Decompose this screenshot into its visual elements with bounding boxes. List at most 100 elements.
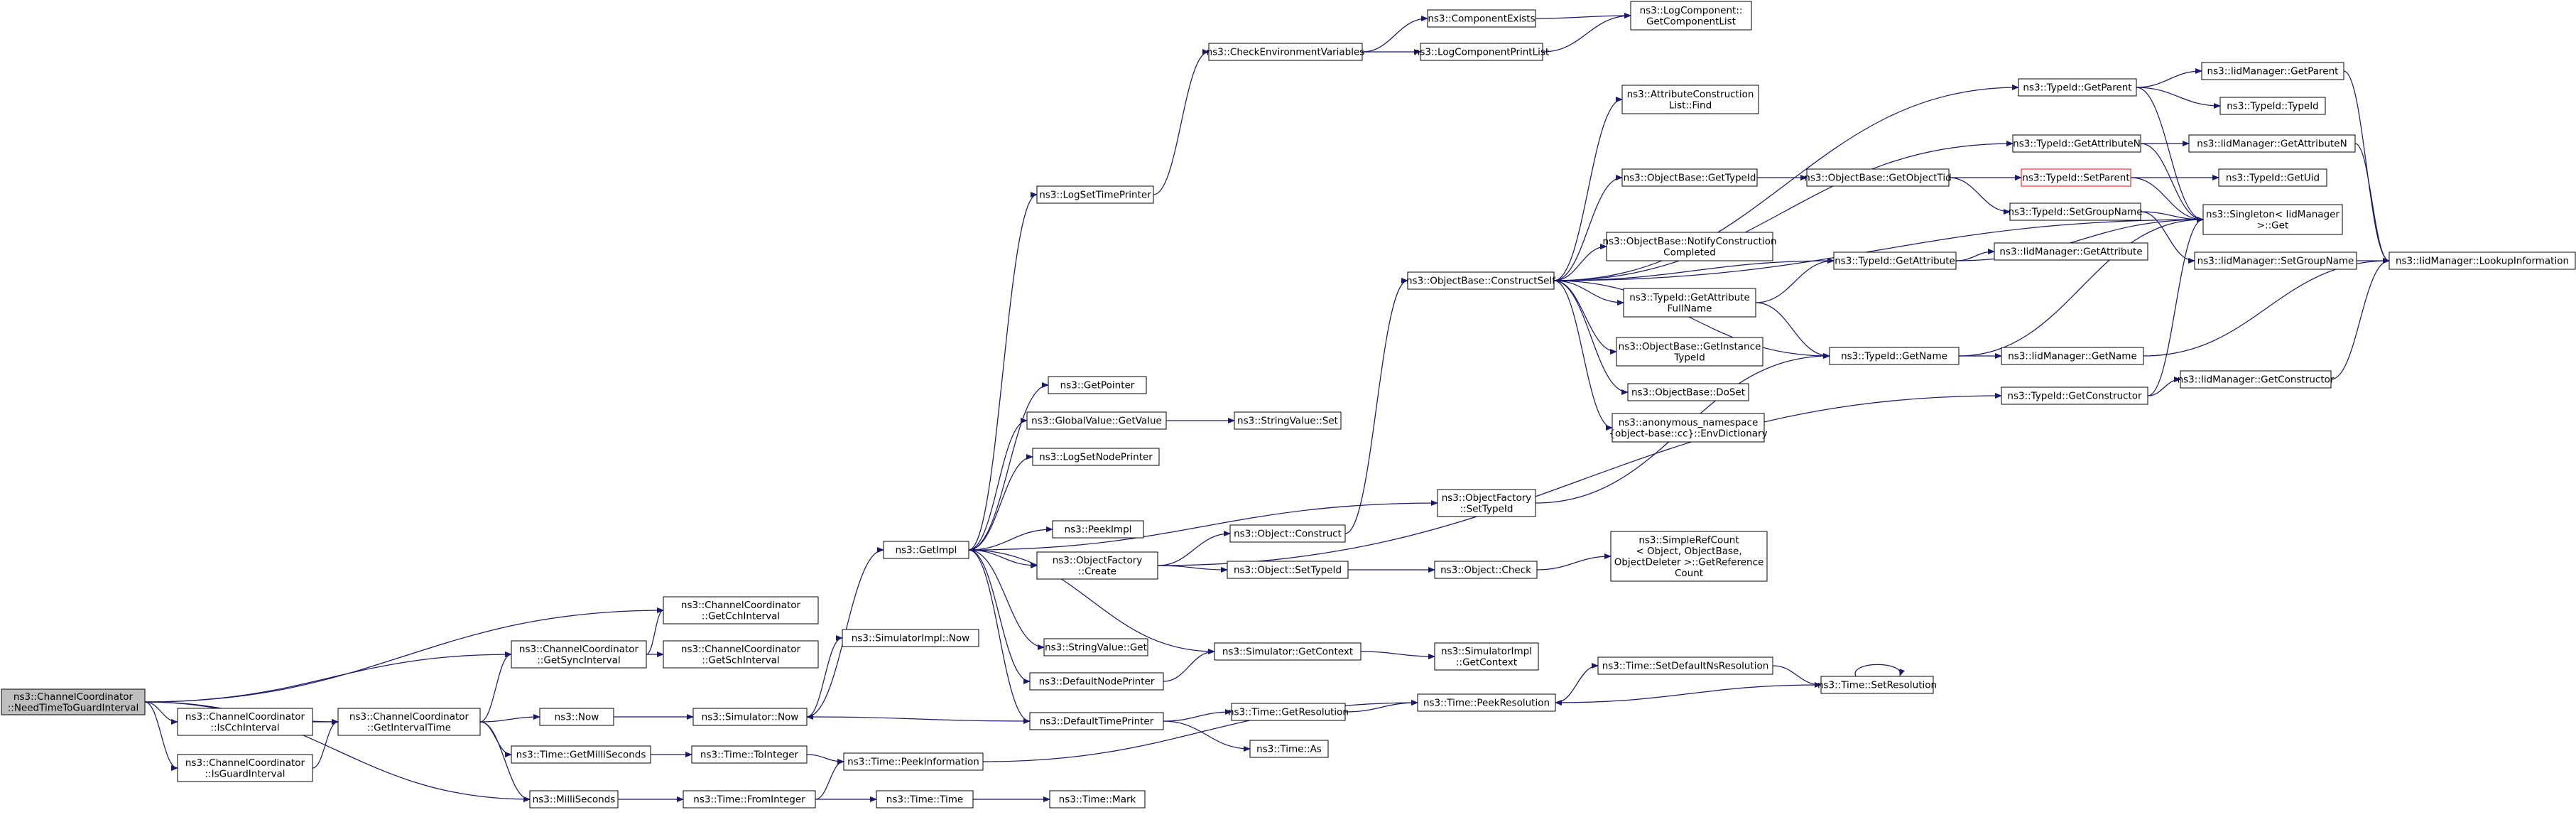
node-getIntervalTime[interactable]: ns3::ChannelCoordinator::GetIntervalTime — [337, 708, 481, 736]
node-tidGetName[interactable]: ns3::TypeId::GetName — [1829, 347, 1960, 365]
node-obDoSet[interactable]: ns3::ObjectBase::DoSet — [1627, 383, 1749, 401]
node-envDict[interactable]: ns3::anonymous_namespace{object-base::cc… — [1609, 413, 1768, 443]
node-compExists[interactable]: ns3::ComponentExists — [1427, 9, 1536, 28]
node-checkEnv[interactable]: ns3::CheckEnvironmentVariables — [1207, 43, 1365, 61]
node-tidGetCtor[interactable]: ns3::TypeId::GetConstructor — [2001, 387, 2148, 405]
node-tidGetParent[interactable]: ns3::TypeId::GetParent — [2018, 78, 2137, 97]
node-tidTypeId[interactable]: ns3::TypeId::TypeId — [2219, 97, 2326, 115]
node-ofCreate[interactable]: ns3::ObjectFactory::Create — [1036, 551, 1158, 580]
node-simImplGetContext[interactable]: ns3::SimulatorImpl::GetContext — [1434, 642, 1539, 671]
edge-obConstructSelf-to-obDoSet — [1553, 280, 1629, 395]
node-iidGetAttrN[interactable]: ns3::IidManager::GetAttributeN — [2188, 134, 2356, 153]
node-timeTime[interactable]: ns3::Time::Time — [876, 790, 974, 809]
node-label: ns3::DefaultTimePrinter — [1040, 716, 1154, 728]
node-box — [1612, 413, 1765, 443]
node-box — [1227, 561, 1349, 579]
node-box — [1043, 638, 1148, 656]
edge-tidGetAttrN-to-singleton — [2140, 143, 2204, 222]
node-iidGetAttr[interactable]: ns3::IidManager::GetAttribute — [1994, 242, 2148, 261]
node-simImplNow[interactable]: ns3::SimulatorImpl::Now — [842, 629, 979, 647]
node-peekRes[interactable]: ns3::Time::PeekResolution — [1417, 693, 1556, 712]
node-obGetTypeId[interactable]: ns3::ObjectBase::GetTypeId — [1621, 168, 1758, 187]
node-iidGetCtor[interactable]: ns3::IidManager::GetConstructor — [2178, 370, 2335, 389]
node-fromInteger[interactable]: ns3::Time::FromInteger — [683, 790, 816, 809]
node-label: ns3::SimulatorImpl::Now — [852, 633, 969, 644]
node-timeGetRes[interactable]: ns3::Time::GetResolution — [1228, 703, 1349, 721]
node-logSetNode[interactable]: ns3::LogSetNodePrinter — [1032, 448, 1160, 466]
node-label: ::GetCchInterval — [702, 610, 780, 622]
node-logCompGetList[interactable]: ns3::LogComponent::GetComponentList — [1630, 1, 1752, 31]
node-obNotify[interactable]: ns3::ObjectBase::NotifyConstructionCompl… — [1602, 232, 1777, 261]
node-label: ns3::ObjectBase::DoSet — [1631, 387, 1745, 399]
node-getCch[interactable]: ns3::ChannelCoordinator::GetCchInterval — [663, 596, 819, 625]
node-toInteger[interactable]: ns3::Time::ToInteger — [691, 745, 808, 764]
node-singleton[interactable]: ns3::Singleton< IidManager>::Get — [2202, 204, 2343, 235]
node-box — [1026, 411, 1167, 430]
nodes-layer: ns3::ChannelCoordinator::NeedTimeToGuard… — [1, 1, 2576, 809]
node-tidGetAttrN[interactable]: ns3::TypeId::GetAttributeN — [2012, 134, 2141, 153]
node-defTimePrinter[interactable]: ns3::DefaultTimePrinter — [1029, 712, 1164, 730]
node-ofSetTypeId[interactable]: ns3::ObjectFactory::SetTypeId — [1437, 489, 1536, 517]
node-svGet[interactable]: ns3::StringValue::Get — [1043, 638, 1148, 656]
node-objCheck[interactable]: ns3::Object::Check — [1434, 561, 1538, 579]
node-logSetTime[interactable]: ns3::LogSetTimePrinter — [1036, 185, 1154, 204]
node-root[interactable]: ns3::ChannelCoordinator::NeedTimeToGuard… — [1, 688, 146, 715]
node-svSet[interactable]: ns3::StringValue::Set — [1234, 411, 1342, 430]
node-objSetTypeId[interactable]: ns3::Object::SetTypeId — [1227, 561, 1349, 579]
node-timeSetRes[interactable]: ns3::Time::SetResolution — [1817, 676, 1937, 694]
node-getMilli[interactable]: ns3::Time::GetMilliSeconds — [511, 745, 651, 764]
node-isCch[interactable]: ns3::ChannelCoordinator::IsCchInterval — [177, 708, 313, 736]
node-tidSetGroup[interactable]: ns3::TypeId::SetGroupName — [2008, 202, 2143, 221]
node-logCompPrint[interactable]: ns3::LogComponentPrintList — [1414, 43, 1549, 61]
node-iidLookup[interactable]: ns3::IidManager::LookupInformation — [2388, 252, 2576, 270]
node-tidGetAttr[interactable]: ns3::TypeId::GetAttribute — [1833, 252, 1957, 270]
node-obConstructSelf[interactable]: ns3::ObjectBase::ConstructSelf — [1406, 271, 1556, 290]
node-now[interactable]: ns3::Now — [539, 708, 614, 726]
node-defNodePrinter[interactable]: ns3::DefaultNodePrinter — [1029, 672, 1164, 691]
node-timeMark[interactable]: ns3::Time::Mark — [1049, 790, 1146, 809]
node-milliSeconds[interactable]: ns3::MilliSeconds — [529, 790, 619, 809]
node-box — [177, 754, 313, 782]
node-isGuard[interactable]: ns3::ChannelCoordinator::IsGuardInterval — [177, 754, 313, 782]
edge-getSync-to-getCch — [646, 607, 664, 655]
node-label: ::GetContext — [1456, 656, 1517, 668]
node-simNow[interactable]: ns3::Simulator::Now — [692, 708, 808, 726]
edge-root-to-isCch — [144, 701, 178, 725]
node-box — [2202, 204, 2343, 235]
node-getImpl[interactable]: ns3::GetImpl — [883, 541, 969, 559]
node-tidSetParent[interactable]: ns3::TypeId::SetParent — [2021, 168, 2131, 187]
node-box — [1208, 43, 1363, 61]
node-peekImpl[interactable]: ns3::PeekImpl — [1052, 520, 1144, 539]
node-peekInfo[interactable]: ns3::Time::PeekInformation — [843, 752, 984, 771]
node-getPointer[interactable]: ns3::GetPointer — [1048, 376, 1147, 394]
node-label: {object-base::cc}::EnvDictionary — [1609, 428, 1767, 439]
node-obGetObjectTid[interactable]: ns3::ObjectBase::GetObjectTid — [1804, 168, 1952, 187]
node-gvGetValue[interactable]: ns3::GlobalValue::GetValue — [1026, 411, 1167, 430]
node-label: ns3::SimulatorImpl — [1441, 646, 1532, 657]
edge-ofCreate-to-objSetTypeId — [1157, 565, 1228, 573]
node-setDefNs[interactable]: ns3::Time::SetDefaultNsResolution — [1597, 656, 1773, 675]
node-getSch[interactable]: ns3::ChannelCoordinator::GetSchInterval — [663, 640, 819, 669]
node-timeAs[interactable]: ns3::Time::As — [1249, 740, 1329, 758]
node-iidGetName[interactable]: ns3::IidManager::GetName — [2001, 347, 2144, 365]
edge-iidGetParent-to-iidLookup — [2343, 70, 2390, 264]
edge-tidSetGroup-to-iidSetGroup — [2140, 211, 2195, 264]
edge-getIntervalTime-to-milliSeconds — [479, 721, 531, 802]
node-iidSetGroup[interactable]: ns3::IidManager::SetGroupName — [2194, 252, 2357, 270]
node-box — [1029, 712, 1164, 730]
node-tidGetUid[interactable]: ns3::TypeId::GetUid — [2218, 168, 2327, 187]
node-label: FullName — [1668, 303, 1712, 314]
node-objConstruct[interactable]: ns3::Object::Construct — [1229, 524, 1346, 543]
node-simGetContext[interactable]: ns3::Simulator::GetContext — [1214, 642, 1362, 661]
node-getSync[interactable]: ns3::ChannelCoordinator::GetSyncInterval — [511, 640, 647, 669]
node-simpleRef[interactable]: ns3::SimpleRefCount< Object, ObjectBase,… — [1610, 531, 1768, 582]
node-box — [1036, 185, 1154, 204]
edge-tidGetCtor-to-iidGetCtor — [2147, 377, 2181, 396]
node-box — [2194, 252, 2357, 270]
node-iidGetParent[interactable]: ns3::IidManager::GetParent — [2201, 62, 2344, 80]
edge-obConstructSelf-to-tidGetAttrFull — [1553, 280, 1624, 306]
edge-simNow-to-simImplNow — [806, 635, 843, 718]
